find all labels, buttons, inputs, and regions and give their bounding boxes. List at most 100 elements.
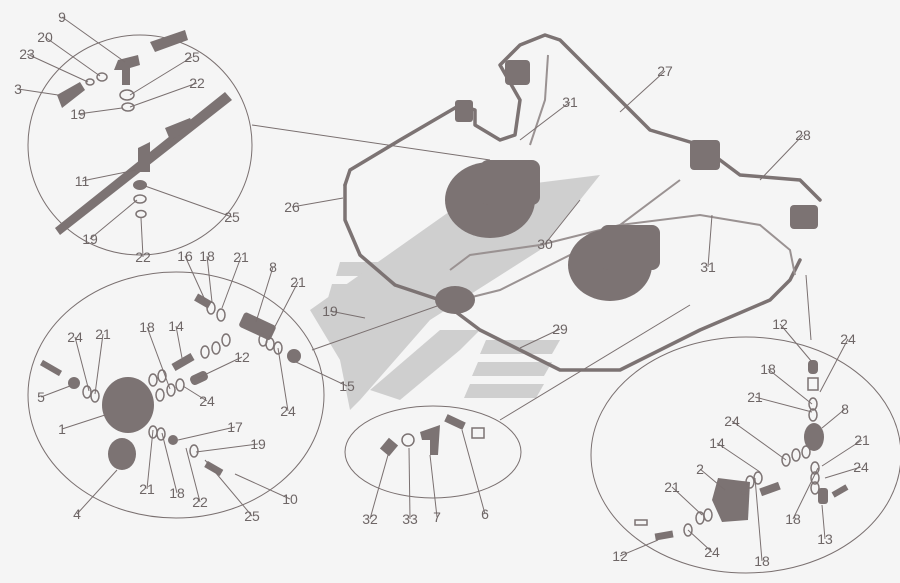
callout-number: 6 <box>481 506 489 522</box>
o-ring <box>155 388 165 402</box>
leader-line <box>699 468 726 491</box>
leader-line <box>146 429 154 490</box>
o-ring <box>273 341 283 355</box>
leader-line <box>819 338 849 393</box>
leader-line <box>792 467 819 520</box>
callout-number: 13 <box>817 531 833 547</box>
callout-number: 11 <box>75 173 90 189</box>
callout-number: 31 <box>700 259 716 275</box>
callout-number: 26 <box>284 199 300 215</box>
leader-line <box>821 504 826 540</box>
callout-number: 9 <box>58 9 66 25</box>
o-ring <box>221 333 231 347</box>
o-ring <box>753 471 763 485</box>
o-ring <box>810 481 820 495</box>
leader-line <box>716 442 761 473</box>
leader-line <box>175 325 183 359</box>
o-ring <box>90 389 100 403</box>
leader-line <box>519 101 571 141</box>
leader-line <box>544 199 581 245</box>
callout-number: 10 <box>282 491 298 507</box>
leader-line <box>81 169 137 182</box>
leader-line <box>754 396 813 413</box>
o-ring <box>189 444 199 458</box>
callout-number: 16 <box>177 248 193 264</box>
callout-number: 25 <box>224 209 240 225</box>
callout-number: 22 <box>135 249 151 265</box>
detail-outlines <box>27 34 900 574</box>
leader-line <box>94 333 104 395</box>
leader-line <box>40 385 71 398</box>
callout-number: 23 <box>19 46 35 62</box>
leader-line <box>687 529 713 553</box>
leader-line <box>408 447 411 520</box>
callout-number: 19 <box>250 436 266 452</box>
callout-number: 20 <box>37 29 53 45</box>
leader-line <box>277 347 289 412</box>
callout-number: 19 <box>82 231 98 247</box>
callout-number: 24 <box>724 413 740 429</box>
o-ring <box>265 337 275 351</box>
leader-line <box>779 323 813 363</box>
leader-line <box>177 426 236 441</box>
leader-line <box>821 439 863 467</box>
callout-number: 18 <box>754 553 770 569</box>
leader-line <box>185 447 201 503</box>
brake-chambers <box>435 60 818 314</box>
leader-line <box>767 368 813 405</box>
callout-number: 2 <box>696 461 704 477</box>
callout-number: 14 <box>168 318 184 334</box>
leader-line <box>182 385 208 402</box>
callout-number: 22 <box>189 75 205 91</box>
callout-leaders <box>17 16 863 562</box>
leader-line <box>754 477 763 562</box>
callout-number: 24 <box>199 393 215 409</box>
callout-number: 33 <box>402 511 418 527</box>
leader-line <box>197 356 243 379</box>
callout-number: 7 <box>433 509 441 525</box>
o-ring <box>200 345 210 359</box>
callout-number: 12 <box>612 548 628 564</box>
o-ring <box>808 408 818 422</box>
callout-number: 28 <box>795 127 811 143</box>
leader-line <box>255 266 274 323</box>
leader-line <box>76 469 118 515</box>
o-ring <box>703 508 713 522</box>
leader-line <box>731 420 787 461</box>
callout-number: 25 <box>244 508 260 524</box>
leader-line <box>619 539 659 557</box>
callout-number: 21 <box>233 249 249 265</box>
callout-number: 18 <box>760 361 776 377</box>
o-ring <box>148 373 158 387</box>
o-ring <box>82 385 92 399</box>
leader-line <box>161 432 178 494</box>
callout-number: 27 <box>657 63 673 79</box>
callout-number: 25 <box>184 49 200 65</box>
callout-number: 24 <box>853 459 869 475</box>
callout-number: 32 <box>362 511 378 527</box>
callout-number: 29 <box>552 321 568 337</box>
o-ring <box>808 397 818 411</box>
leader-line <box>74 336 90 392</box>
callout-number: 14 <box>709 435 725 451</box>
leader-line <box>206 255 213 303</box>
callout-number: 19 <box>70 106 86 122</box>
o-ring <box>801 445 811 459</box>
callout-number: 22 <box>192 494 208 510</box>
leader-line <box>291 197 344 208</box>
leader-line <box>129 56 193 96</box>
callout-number: 21 <box>95 326 111 342</box>
o-ring <box>683 523 693 537</box>
leader-line <box>61 16 126 63</box>
leader-line <box>61 414 106 430</box>
leader-line <box>89 199 138 240</box>
callout-number: 18 <box>785 511 801 527</box>
leader-line <box>619 70 666 113</box>
leader-line <box>461 429 486 515</box>
callout-number: 17 <box>227 419 243 435</box>
o-ring <box>739 481 749 495</box>
leader-line <box>519 328 561 349</box>
callout-number: 24 <box>840 331 856 347</box>
leader-line <box>671 486 703 516</box>
